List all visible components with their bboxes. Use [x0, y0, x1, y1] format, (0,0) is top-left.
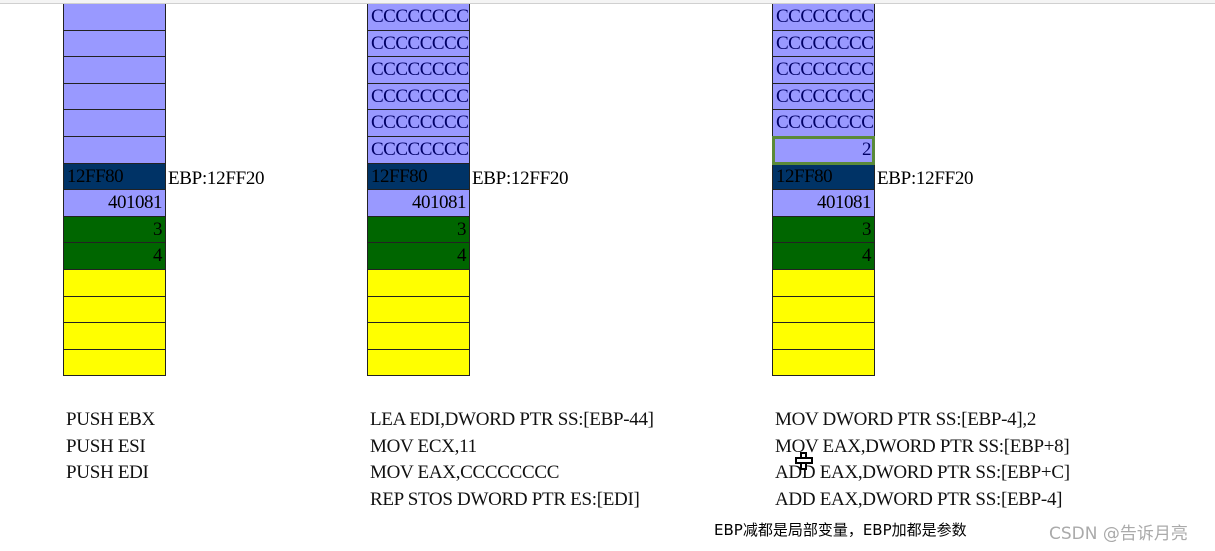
stack-cell: CCCCCCCC: [773, 83, 874, 111]
stack-cell: [773, 349, 874, 377]
stack-cell: CCCCCCCC: [368, 57, 469, 84]
stack-cell: CCCCCCCC: [773, 110, 874, 137]
stack-cell: 12FF80: [368, 163, 469, 191]
stack-cell: [64, 110, 165, 137]
code-line: PUSH ESI: [66, 435, 146, 457]
stack-cell: CCCCCCCC: [368, 83, 469, 111]
stack-cell: [64, 269, 165, 297]
stack-cell: [64, 349, 165, 377]
stack-cell: CCCCCCCC: [368, 30, 469, 58]
ebp-label-3: EBP:12FF20: [877, 168, 974, 189]
stack-cell: CCCCCCCC: [368, 136, 469, 164]
code-line: REP STOS DWORD PTR ES:[EDI]: [370, 488, 640, 510]
stack-cell: 3: [64, 216, 165, 244]
stack-cell: 3: [368, 216, 469, 244]
code-line: ADD EAX,DWORD PTR SS:[EBP-4]: [775, 488, 1063, 510]
stack-cell: [773, 269, 874, 297]
stack-cell: 401081: [773, 190, 874, 217]
stack-cell: [64, 4, 165, 31]
stack-cell: [368, 349, 469, 377]
spreadsheet-header-strip: [0, 0, 1215, 4]
stack-cell: 4: [773, 243, 874, 270]
stack-cell: 401081: [64, 190, 165, 217]
code-line: PUSH EBX: [66, 409, 155, 430]
stack-cell: 2: [772, 135, 875, 165]
stack-cell: 4: [64, 243, 165, 270]
code-line: PUSH EDI: [66, 462, 149, 483]
stack-cell: [64, 57, 165, 84]
code-line: MOV ECX,11: [370, 435, 477, 457]
stack-cell: CCCCCCCC: [773, 30, 874, 58]
caption: EBP减都是局部变量，EBP加都是参数: [714, 521, 967, 539]
stack-cell: 4: [368, 243, 469, 270]
stack-cell: [773, 296, 874, 324]
stack-cell: [368, 323, 469, 350]
stack-cell: [64, 30, 165, 58]
stack-cell: CCCCCCCC: [368, 110, 469, 137]
watermark: CSDN @告诉月亮: [1049, 524, 1188, 544]
ebp-label-1: EBP:12FF20: [168, 168, 265, 189]
stack-cell: 12FF80: [64, 163, 165, 191]
code-line: MOV EAX,DWORD PTR SS:[EBP+8]: [775, 435, 1070, 457]
stack-cell: CCCCCCCC: [773, 57, 874, 84]
stack-cell: [64, 136, 165, 164]
stack-cell: 3: [773, 216, 874, 244]
stack-cell: [64, 83, 165, 111]
stack-cell: [64, 296, 165, 324]
stack-cell: [64, 323, 165, 350]
stack-cell: 401081: [368, 190, 469, 217]
stack-cell: CCCCCCCC: [368, 4, 469, 31]
ebp-label-2: EBP:12FF20: [472, 168, 569, 189]
move-cursor-icon: [795, 452, 813, 470]
stack-cell: [773, 323, 874, 350]
code-line: MOV EAX,CCCCCCCC: [370, 462, 560, 483]
stack-cell: 12FF80: [773, 163, 874, 191]
stack-cell: [368, 269, 469, 297]
code-line: ADD EAX,DWORD PTR SS:[EBP+C]: [775, 462, 1070, 483]
stack-cell: [368, 296, 469, 324]
code-line: MOV DWORD PTR SS:[EBP-4],2: [775, 409, 1037, 430]
stack-cell: CCCCCCCC: [773, 4, 874, 31]
code-line: LEA EDI,DWORD PTR SS:[EBP-44]: [370, 409, 654, 430]
assembly-code-1: PUSH EBX PUSH ESI PUSH EDI: [66, 407, 155, 487]
